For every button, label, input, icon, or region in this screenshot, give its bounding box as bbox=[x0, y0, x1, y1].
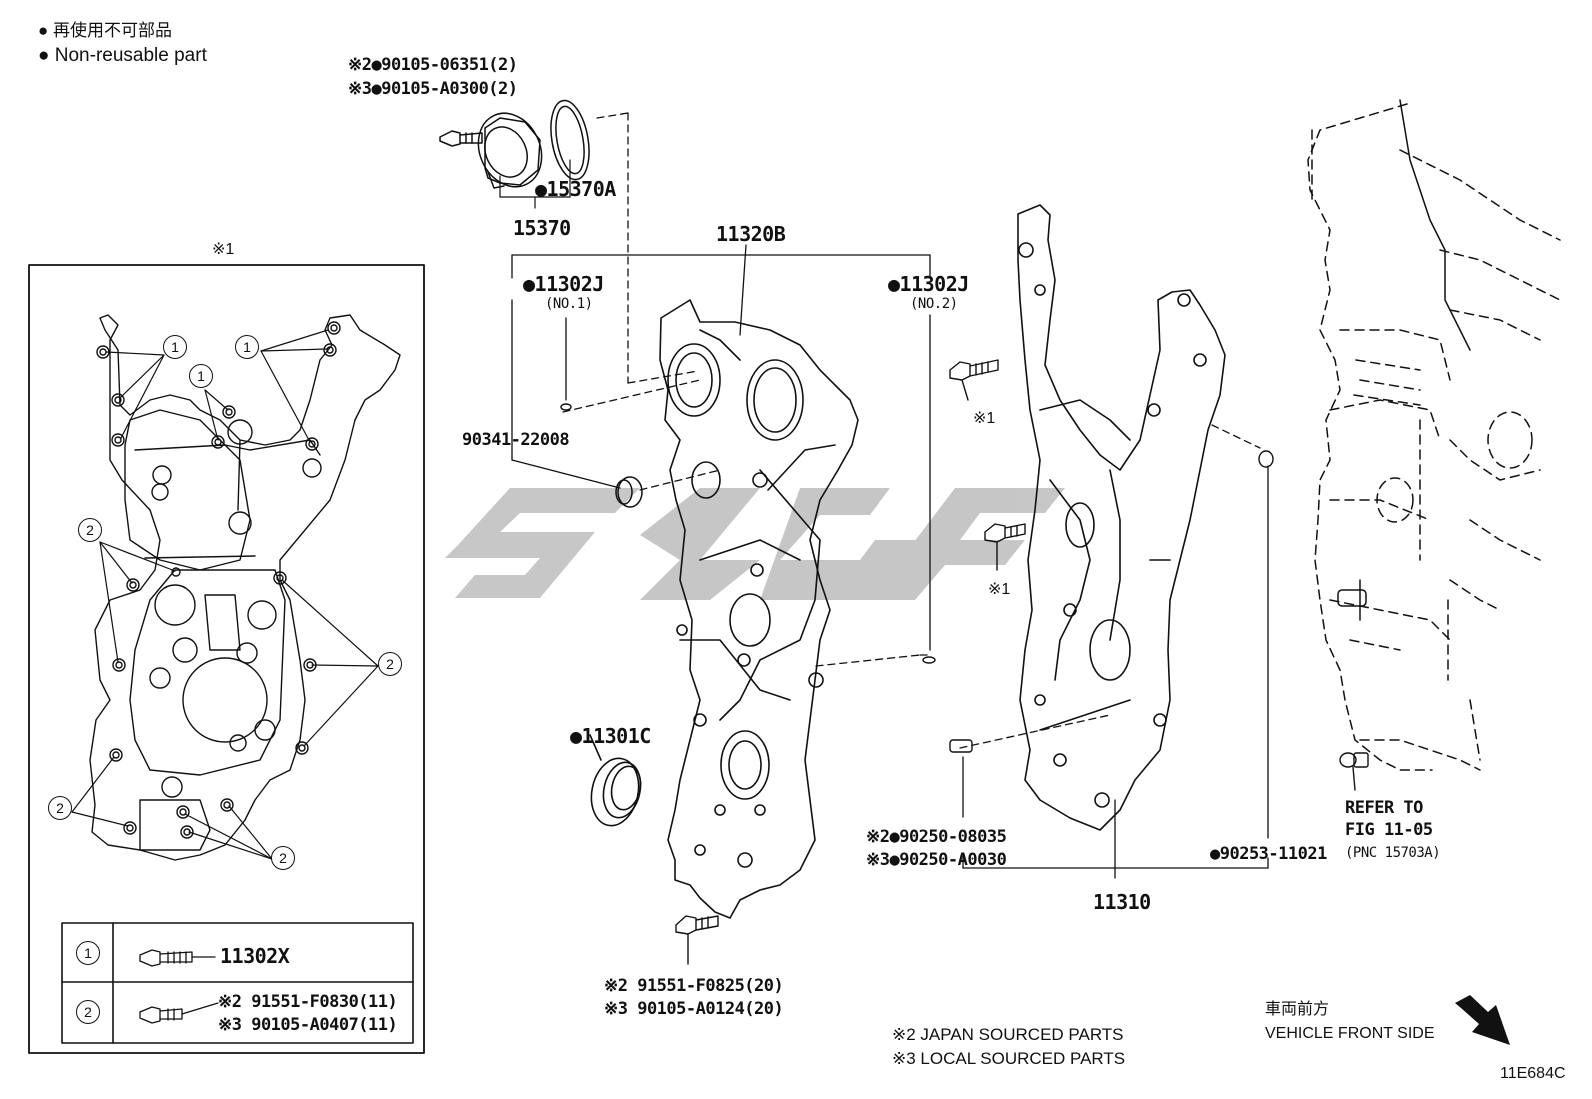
table-bolt-icons bbox=[139, 949, 219, 1024]
table-part-2b: ※3 90105-A0407(11) bbox=[218, 1015, 398, 1035]
table-ref-1: 1 bbox=[76, 941, 100, 965]
label-90105-06351: ※2●90105-06351(2) bbox=[348, 55, 518, 75]
legend-japanese: ● 再使用不可部品 bbox=[38, 21, 173, 40]
label-11302j-no1-sub: (NO.1) bbox=[545, 296, 593, 312]
dowel-pins bbox=[560, 403, 1274, 753]
figure-id: 11E684C bbox=[1500, 1065, 1566, 1082]
vehicle-front-arrow bbox=[1455, 995, 1510, 1045]
label-90250-a0030: ※3●90250-A0030 bbox=[866, 850, 1007, 870]
table-part-2a: ※2 91551-F0830(11) bbox=[218, 992, 398, 1012]
11320b-bracket bbox=[511, 244, 931, 651]
plug-90341 bbox=[615, 476, 643, 508]
callout-1-a: 1 bbox=[163, 335, 187, 359]
label-11310: 11310 bbox=[1093, 890, 1151, 914]
timing-chain-cover-drawing bbox=[659, 299, 859, 919]
inset-box-title: ※1 bbox=[212, 241, 235, 258]
label-11320b: 11320B bbox=[716, 222, 786, 246]
label-90250-08035: ※2●90250-08035 bbox=[866, 827, 1007, 847]
callout-2-d: 2 bbox=[271, 846, 295, 870]
label-90341-22008: 90341-22008 bbox=[462, 430, 570, 450]
callout-1-leaders bbox=[105, 329, 329, 443]
direction-english: VEHICLE FRONT SIDE bbox=[1265, 1025, 1435, 1042]
label-91551-f0825: ※2 91551-F0825(20) bbox=[604, 976, 784, 996]
label-fig-11-05: FIG 11-05 bbox=[1345, 820, 1433, 840]
inset-box-frame bbox=[28, 264, 425, 1054]
inner-cover-bolts bbox=[949, 359, 1026, 571]
callout-1-c: 1 bbox=[235, 335, 259, 359]
callout-2-a: 2 bbox=[78, 518, 102, 542]
label-pnc-15703a: (PNC 15703A) bbox=[1345, 845, 1441, 861]
legend-english: ● Non-reusable part bbox=[38, 45, 207, 66]
gasket-drawing bbox=[89, 314, 401, 861]
assembly-dashed-lines bbox=[562, 112, 1261, 749]
label-refer-to: REFER TO bbox=[1345, 798, 1423, 818]
label-90253-11021: ●90253-11021 bbox=[1210, 844, 1327, 864]
note-local-sourced: ※3 LOCAL SOURCED PARTS bbox=[892, 1049, 1126, 1068]
oil-seal-11301c bbox=[589, 734, 642, 827]
11310-bracket bbox=[962, 465, 1269, 879]
table-ref-2: 2 bbox=[76, 1000, 100, 1024]
block-plug bbox=[1339, 752, 1369, 791]
label-11302j-no2: ●11302J bbox=[888, 272, 969, 296]
inset-table-frame bbox=[61, 922, 414, 1044]
label-11301c: ●11301C bbox=[570, 724, 651, 748]
label-11302j-no1: ●11302J bbox=[523, 272, 604, 296]
label-15370: 15370 bbox=[513, 216, 571, 240]
label-15370a: ●15370A bbox=[535, 177, 616, 201]
label-90105-a0300: ※3●90105-A0300(2) bbox=[348, 79, 518, 99]
inner-timing-cover-drawing bbox=[1017, 204, 1226, 831]
label-x1-a: ※1 bbox=[973, 410, 996, 427]
table-part-11302x: 11302X bbox=[220, 944, 290, 968]
direction-japanese: 車両前方 bbox=[1265, 1001, 1330, 1018]
label-90105-a0124: ※3 90105-A0124(20) bbox=[604, 999, 784, 1019]
note-japan-sourced: ※2 JAPAN SOURCED PARTS bbox=[892, 1025, 1124, 1044]
engine-block-drawing bbox=[1307, 103, 1561, 771]
engine-block-solid-lines bbox=[1337, 99, 1471, 621]
gasket-bolt-holes bbox=[96, 321, 341, 839]
callout-1-b: 1 bbox=[189, 364, 213, 388]
callout-2-b: 2 bbox=[378, 652, 402, 676]
watermark-logo bbox=[445, 488, 1065, 600]
label-11302j-no2-sub: (NO.2) bbox=[910, 296, 958, 312]
callout-2-c: 2 bbox=[48, 796, 72, 820]
callout-2-leaders bbox=[71, 541, 379, 860]
oil-filler-cap-drawing bbox=[439, 99, 590, 189]
cover-bolt-bottom bbox=[675, 915, 719, 965]
label-x1-b: ※1 bbox=[988, 581, 1011, 598]
